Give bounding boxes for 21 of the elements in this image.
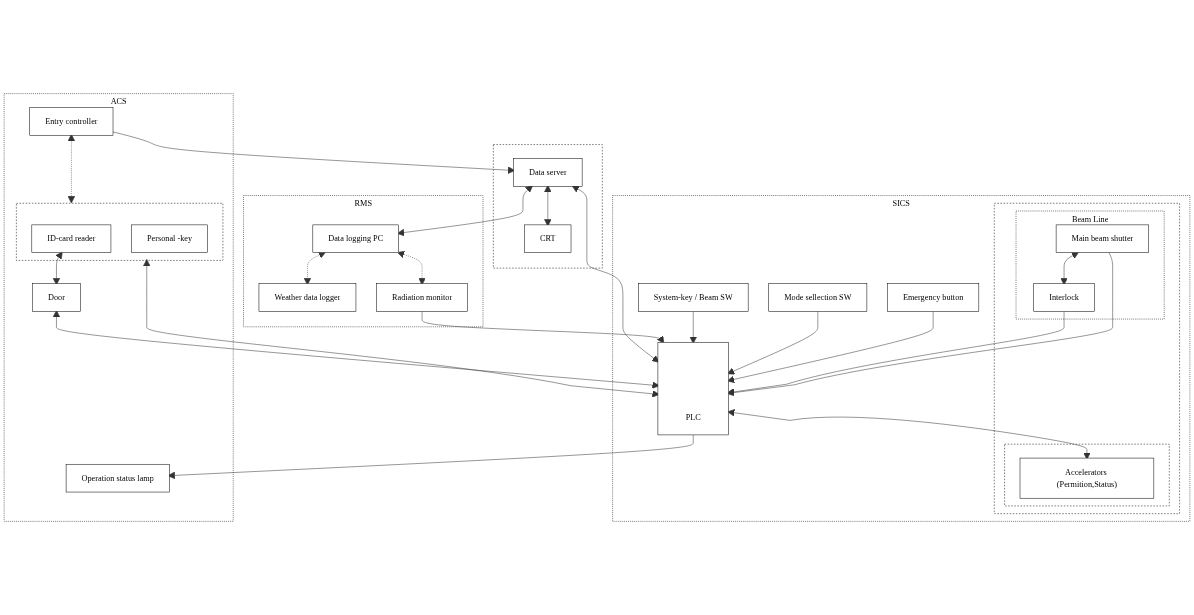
node-box: Personal -key — [131, 224, 208, 253]
node-box: Accelerators (Permition,Status) — [1019, 457, 1155, 499]
node-box: Data logging PC — [312, 224, 399, 253]
node-box: Data server — [513, 158, 583, 187]
node-box: PLC — [657, 342, 729, 436]
node-box: ID-card reader — [31, 224, 112, 253]
cluster — [994, 203, 1180, 514]
node-box: Weather data logger — [258, 283, 357, 312]
cluster — [16, 203, 224, 261]
node-box: Door — [32, 283, 81, 312]
node-box: System-key / Beam SW — [638, 283, 749, 312]
node-box: Main beam shutter — [1055, 224, 1149, 253]
node-box: CRT — [524, 224, 572, 253]
node-box: Mode sellection SW — [768, 283, 868, 312]
node-box: Interlock — [1033, 283, 1095, 312]
node-box: Entry controller — [29, 107, 114, 136]
node-box: Emergency button — [887, 283, 980, 312]
cluster — [493, 144, 603, 269]
node-box: Radiation monitor — [376, 283, 468, 312]
node-box: Operation status lamp — [65, 464, 170, 493]
cluster — [1004, 443, 1170, 507]
